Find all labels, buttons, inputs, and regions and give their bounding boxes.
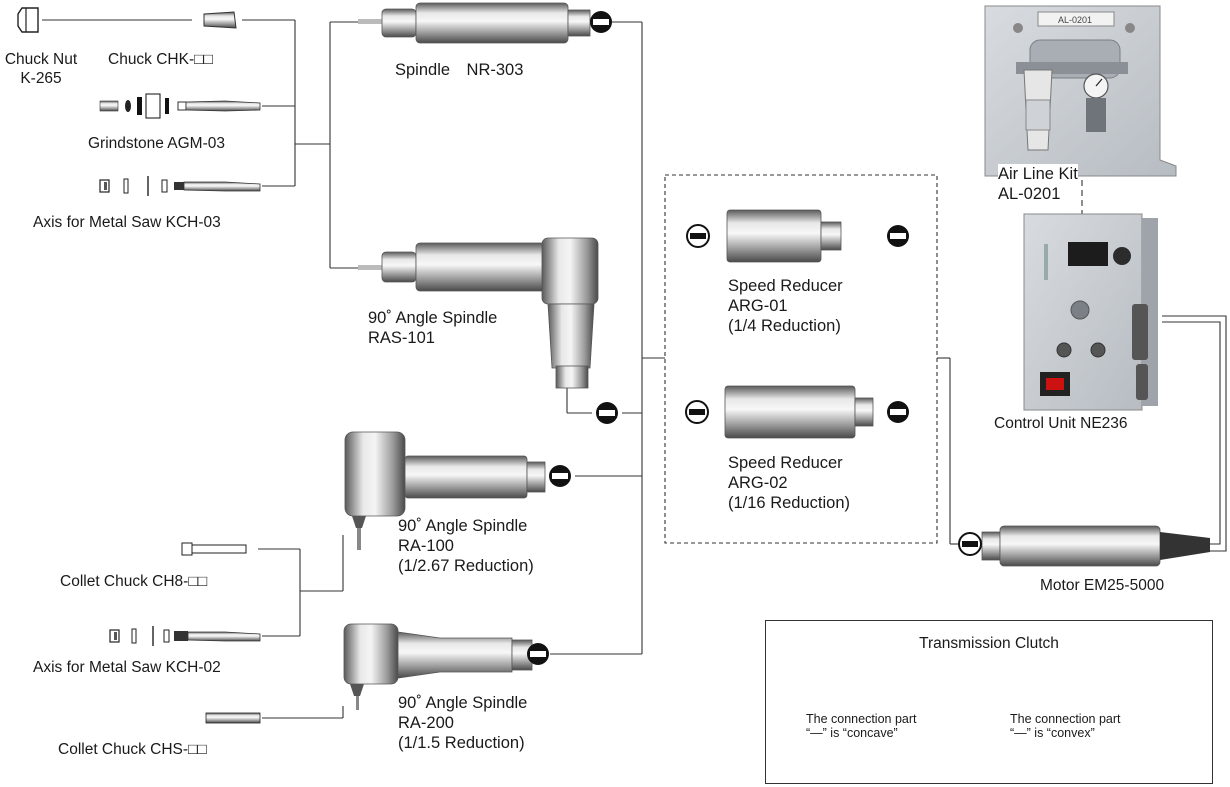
concave-connector-icon [590,11,612,33]
ras101-image [358,237,599,389]
axis-kch03-icon [99,176,261,196]
air-panel-plate: AL-0201 [1058,15,1093,25]
convex-connector-icon [686,224,710,248]
convex-connector-icon [685,400,709,424]
grindstone-label: Grindstone AGM-03 [88,135,225,152]
air-line-kit-image [984,5,1177,177]
control-unit-label: Control Unit NE236 [994,415,1128,432]
transmission-clutch-legend [765,620,1213,784]
concave-connector-icon [527,643,549,665]
arg01-image [726,209,842,263]
concave-connector-icon [887,401,909,423]
spindle-nr303-label: Spindle NR-303 [395,61,524,79]
legend-convex-text: The connection part“—” is “convex” [1010,712,1121,740]
collet-ch8-label: Collet Chuck CH8-□□ [60,573,208,590]
axis-kch02-icon [109,626,261,646]
speed-reducer-group [664,174,938,544]
chuck-nut-icon [17,7,39,33]
legend-concave-text: The connection part“—” is “concave” [806,712,917,740]
ra200-image [343,623,533,710]
axis-kch03-label: Axis for Metal Saw KCH-03 [33,214,221,231]
spindle-nr303-image [358,2,591,44]
ra100-image [344,431,546,550]
motor-label: Motor EM25-5000 [1040,577,1165,594]
concave-connector-icon [549,465,571,487]
collet-chs-icon [205,712,261,724]
collet-ch8-icon [181,542,247,556]
chuck-chk-label: Chuck CHK-□□ [108,51,213,68]
arg02-image [724,385,874,439]
legend-title: Transmission Clutch [919,635,1059,652]
connection-lines [42,19,1227,719]
chuck-chk-icon [203,11,237,29]
motor-image [981,525,1210,567]
axis-kch02-label: Axis for Metal Saw KCH-02 [33,659,221,676]
concave-connector-icon [596,402,618,424]
grindstone-icon [99,93,261,119]
concave-connector-icon [887,225,909,247]
convex-connector-icon [958,532,982,556]
control-unit-image [1023,213,1158,411]
collet-chs-label: Collet Chuck CHS-□□ [58,741,207,758]
